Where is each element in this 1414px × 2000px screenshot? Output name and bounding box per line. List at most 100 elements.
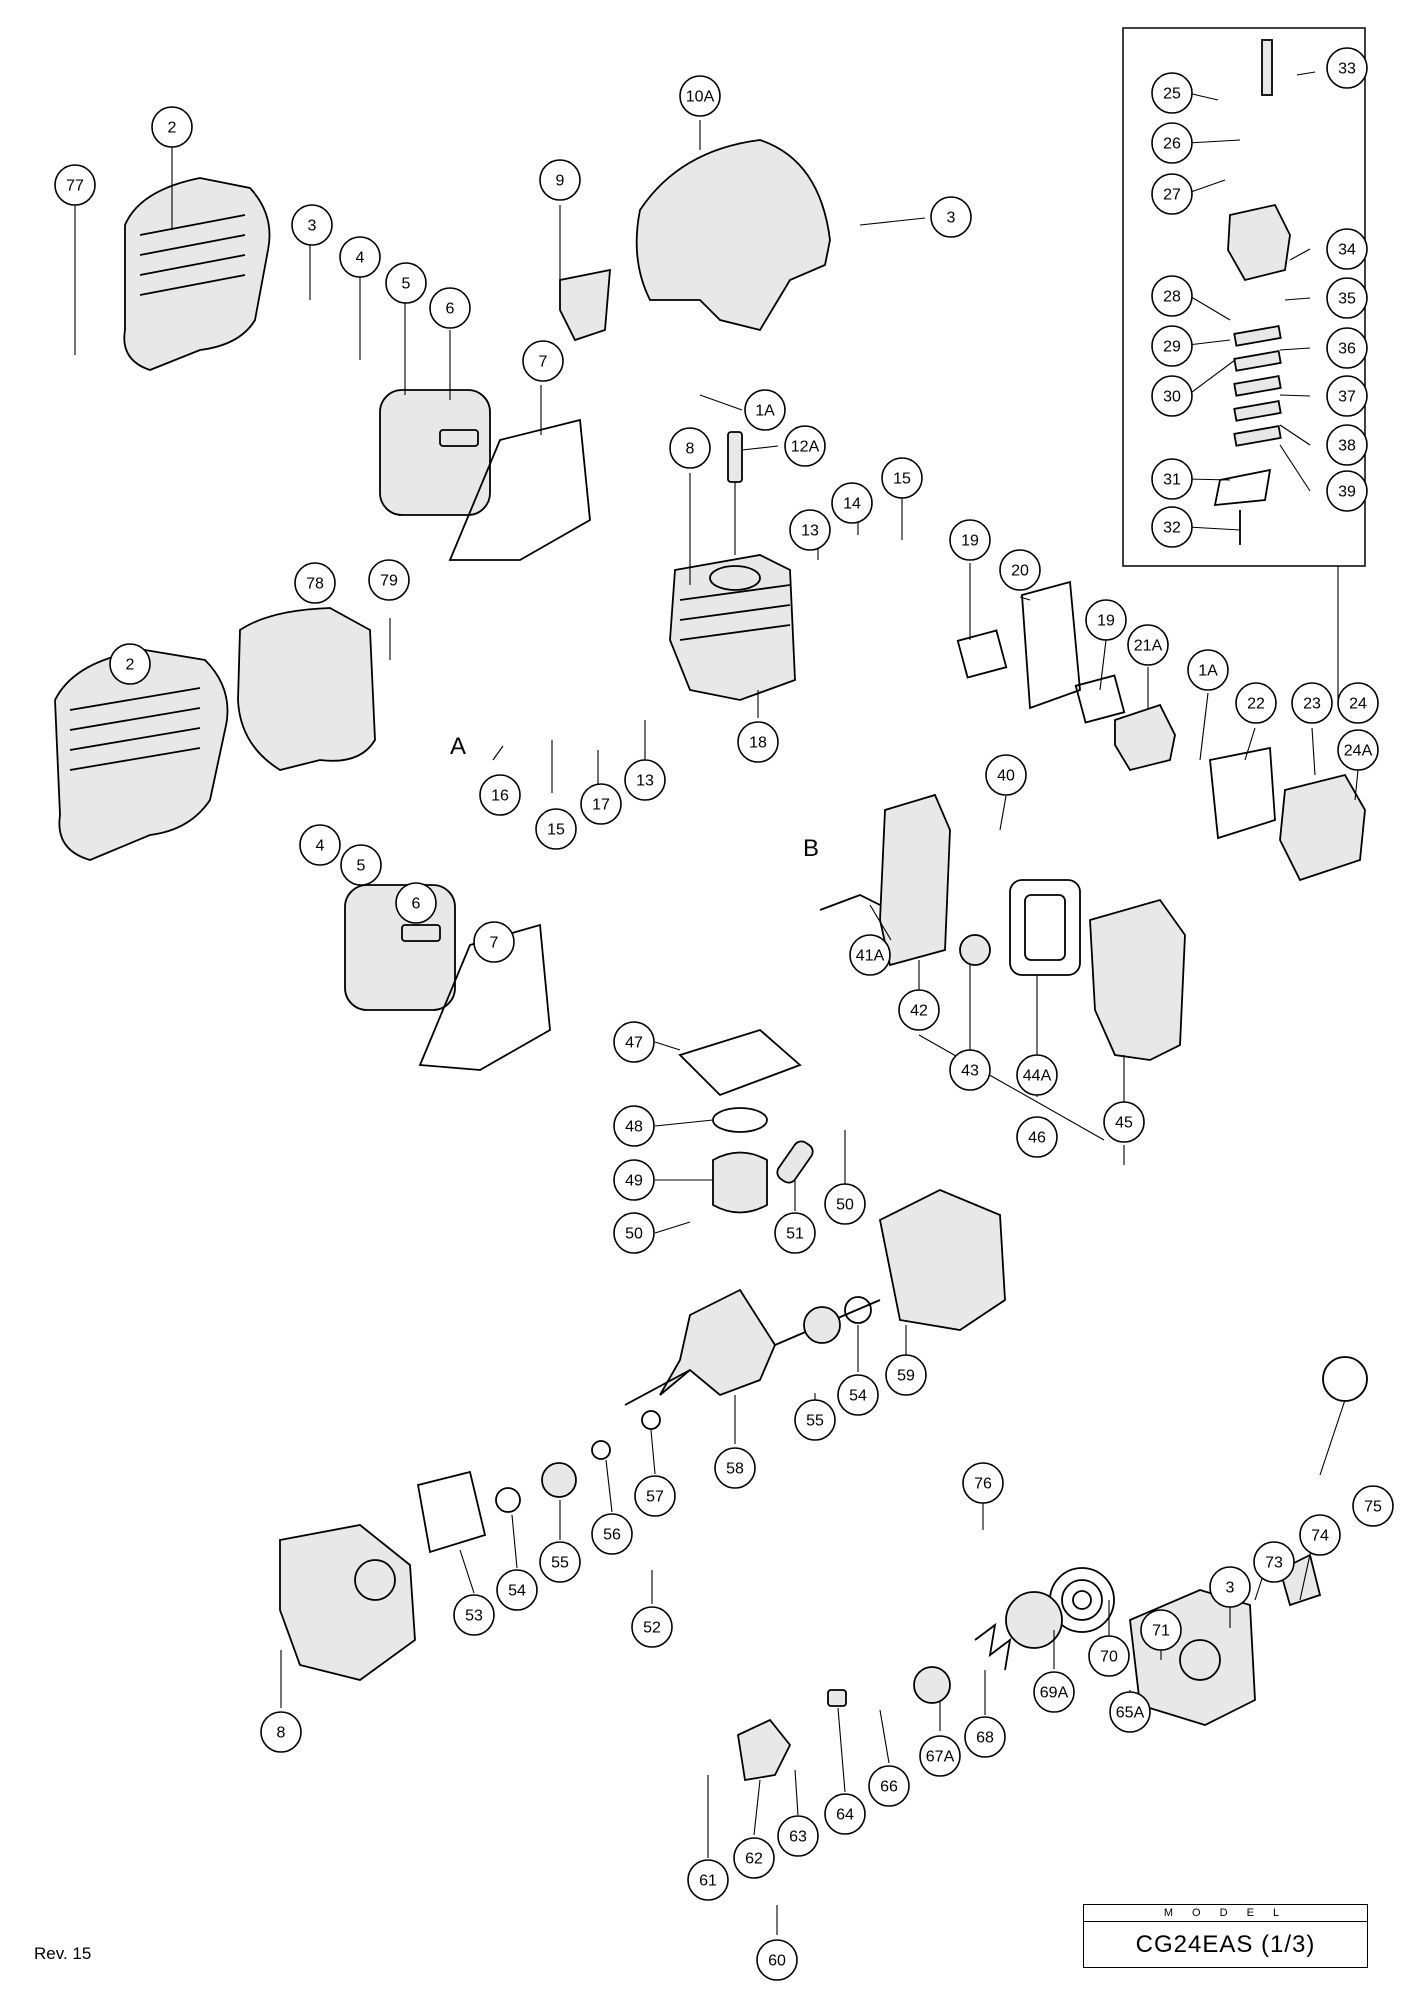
callout-circle (1326, 470, 1368, 512)
air-cleaner-base (879, 793, 951, 967)
gasket-22 (1209, 746, 1276, 840)
air-filter (1009, 879, 1081, 976)
callout-label: 75 (1364, 1499, 1382, 1516)
callout-label: 59 (897, 1368, 915, 1385)
reel (1005, 1591, 1063, 1649)
callout: 65A (1109, 1691, 1151, 1733)
callout: 18 (737, 721, 779, 763)
air-cleaner-cover (1089, 898, 1186, 1061)
callout-circle (849, 934, 891, 976)
callout-label: 42 (910, 1003, 928, 1020)
protector-78 (237, 607, 376, 771)
heat-shield-upper (448, 418, 591, 561)
callout-circle (1151, 275, 1193, 317)
primer-pump (959, 934, 991, 966)
gasket-19b (1074, 674, 1126, 724)
callout: 36 (1326, 327, 1368, 369)
callout-circle (1103, 1101, 1145, 1143)
callout-circle (679, 75, 721, 117)
callout: 1A (1187, 649, 1229, 691)
callout: 45 (1103, 1101, 1145, 1143)
callout-label: 55 (551, 1555, 569, 1572)
callout-circle (340, 844, 382, 886)
callout-circle (1127, 624, 1169, 666)
callout-circle (1299, 1514, 1341, 1556)
pulley-67a (913, 1666, 951, 1704)
callout: 7 (473, 921, 515, 963)
callout-circle (784, 425, 826, 467)
callout: 3 (291, 204, 333, 246)
callout-label: 2 (168, 120, 177, 137)
callout-circle (999, 549, 1041, 591)
callout-label: 29 (1163, 339, 1181, 356)
callout-label: 27 (1163, 187, 1181, 204)
callout-circle (631, 1606, 673, 1648)
callout: 58 (714, 1447, 756, 1489)
seal-56 (591, 1440, 611, 1460)
callout: 57 (634, 1475, 676, 1517)
callout-circle (1337, 729, 1379, 771)
callout-label: 32 (1163, 520, 1181, 537)
crankcase-left (279, 1524, 416, 1681)
callout-circle (1085, 599, 1127, 641)
callout-circle (919, 1735, 961, 1777)
callout-circle (881, 457, 923, 499)
callout-circle (1235, 682, 1277, 724)
crankshaft (659, 1288, 777, 1397)
callout: 42 (898, 989, 940, 1031)
callout: 76 (962, 1462, 1004, 1504)
callout-circle (1088, 1635, 1130, 1677)
callout-label: 52 (643, 1620, 661, 1637)
callout-label: 2 (126, 657, 135, 674)
callout-circle (831, 482, 873, 524)
bearing-55a (803, 1306, 841, 1344)
callout: 5 (340, 844, 382, 886)
callout-label: 46 (1028, 1130, 1046, 1147)
callout: 2 (151, 106, 193, 148)
callout: 6 (395, 882, 437, 924)
callout: 19 (949, 519, 991, 561)
callout-circle (385, 262, 427, 304)
callout-label: 19 (1097, 613, 1115, 630)
callout: 53 (453, 1594, 495, 1636)
callout: 51 (774, 1212, 816, 1254)
callout: 41A (849, 934, 891, 976)
pawl-64 (827, 1689, 847, 1707)
callout-circle (930, 196, 972, 238)
callout-circle (789, 509, 831, 551)
callout-label: 15 (547, 822, 565, 839)
callout: 48 (613, 1105, 655, 1147)
callout: 20 (999, 549, 1041, 591)
callout: 64 (824, 1793, 866, 1835)
top-cover (635, 139, 831, 332)
callout: 3 (1209, 1566, 1251, 1608)
callout-circle (1151, 506, 1193, 548)
callout-circle (1151, 375, 1193, 417)
callout-circle (1016, 1054, 1058, 1096)
callout-circle (291, 204, 333, 246)
gasket-19a (956, 629, 1008, 679)
callout-circle (733, 1837, 775, 1879)
callout: 8 (260, 1711, 302, 1753)
callout-label: 40 (997, 768, 1015, 785)
callout: 50 (824, 1183, 866, 1225)
callout-circle (737, 721, 779, 763)
section-letter-b: B (803, 835, 819, 862)
callout: 19 (1085, 599, 1127, 641)
callout: 54 (837, 1374, 879, 1416)
callout-circle (54, 164, 96, 206)
callout-label: 12A (791, 439, 820, 456)
spring-68 (974, 1622, 1012, 1671)
callout-circle (339, 236, 381, 278)
callout-label: 18 (749, 735, 767, 752)
callout: 43 (949, 1049, 991, 1091)
callout: 79 (368, 559, 410, 601)
cover-insert (559, 268, 611, 342)
callout: 24 (1337, 682, 1379, 724)
callout: 25 (1151, 72, 1193, 114)
callout-label: 19 (961, 533, 979, 550)
callout-circle (1337, 682, 1379, 724)
callout: 61 (687, 1859, 729, 1901)
callout-circle (1016, 1116, 1058, 1158)
